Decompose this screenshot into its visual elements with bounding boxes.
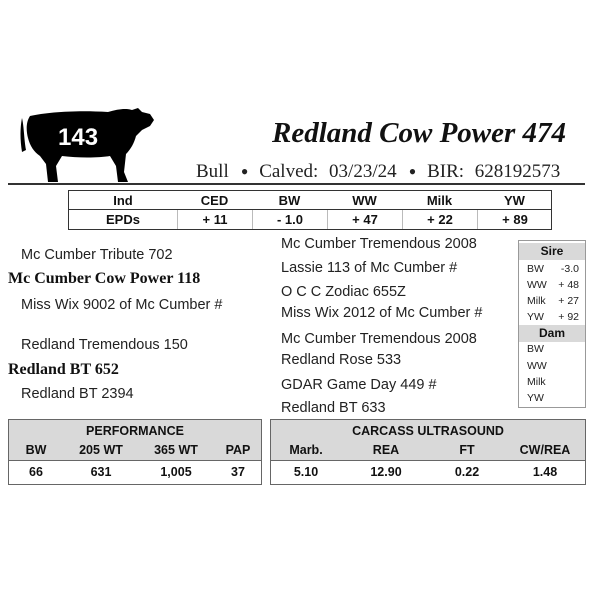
epd-value-ww: + 47 bbox=[327, 210, 402, 229]
pedigree-far-5: Mc Cumber Tremendous 2008 bbox=[281, 331, 477, 347]
pedigree-far-1: Mc Cumber Tremendous 2008 bbox=[281, 236, 477, 252]
epd-col-ced: CED bbox=[200, 193, 229, 208]
sire-value-yw: + 92 bbox=[558, 311, 579, 323]
calved-date: 03/23/24 bbox=[329, 161, 397, 182]
performance-table: PERFORMANCE BW 205 WT 365 WT PAP 66 631 … bbox=[8, 419, 262, 485]
separator-dot: • bbox=[408, 159, 417, 184]
separator-dot: • bbox=[240, 159, 249, 184]
epd-value-bw: - 1.0 bbox=[252, 210, 327, 229]
pedigree-dam-dam: Redland BT 2394 bbox=[21, 386, 134, 402]
epd-col-yw: YW bbox=[504, 193, 525, 208]
pedigree-far-2: Lassie 113 of Mc Cumber # bbox=[281, 260, 458, 276]
performance-value-205wt: 631 bbox=[90, 465, 112, 479]
pedigree-far-6: Redland Rose 533 bbox=[281, 352, 402, 368]
animal-name: Redland Cow Power 474 bbox=[272, 117, 567, 149]
pedigree-far-7: GDAR Game Day 449 # bbox=[281, 377, 437, 393]
epd-row-label-ind: Ind bbox=[113, 193, 133, 208]
pedigree-dam: Redland BT 652 bbox=[8, 361, 119, 378]
lot-number: 143 bbox=[58, 124, 99, 151]
carcass-value-cwrea: 1.48 bbox=[532, 465, 558, 479]
performance-value-bw: 66 bbox=[29, 465, 43, 479]
bir-label: BIR: bbox=[427, 161, 465, 182]
performance-header-bg bbox=[9, 441, 261, 460]
carcass-col-rea: REA bbox=[372, 443, 400, 457]
sire-box-title: Sire bbox=[519, 243, 585, 260]
carcass-divider bbox=[271, 460, 585, 462]
carcass-value-rea: 12.90 bbox=[370, 465, 402, 479]
carcass-value-ft: 0.22 bbox=[454, 465, 480, 479]
dam-box-title: Dam bbox=[519, 325, 585, 342]
carcass-col-ft: FT bbox=[459, 443, 475, 457]
pedigree-sire-dam: Miss Wix 9002 of Mc Cumber # bbox=[21, 297, 223, 313]
dam-label-yw: YW bbox=[527, 392, 544, 404]
epd-row-label-epds: EPDs bbox=[106, 212, 140, 227]
calved-label: Calved: bbox=[259, 161, 319, 182]
epd-header-row: Ind CED BW WW Milk YW bbox=[69, 191, 551, 210]
sire-value-bw: -3.0 bbox=[560, 263, 579, 275]
pedigree-far-3: O C C Zodiac 655Z bbox=[281, 284, 406, 300]
bull-silhouette-icon bbox=[20, 108, 154, 182]
performance-title: PERFORMANCE bbox=[9, 420, 261, 442]
epd-value-milk: + 22 bbox=[402, 210, 477, 229]
sire-value-milk: + 27 bbox=[558, 295, 579, 307]
sex-label: Bull bbox=[196, 161, 229, 182]
sire-label-milk: Milk bbox=[527, 295, 546, 307]
epd-value-yw: + 89 bbox=[477, 210, 552, 229]
performance-col-365wt: 365 WT bbox=[154, 443, 198, 457]
sire-value-ww: + 48 bbox=[558, 279, 579, 291]
sire-label-yw: YW bbox=[527, 311, 544, 323]
pedigree-far-4: Miss Wix 2012 of Mc Cumber # bbox=[281, 305, 483, 321]
sire-dam-epd-box: Sire BW -3.0 WW + 48 Milk + 27 YW + 92 D… bbox=[518, 240, 586, 408]
performance-col-bw: BW bbox=[25, 443, 47, 457]
pedigree-dam-sire: Redland Tremendous 150 bbox=[21, 337, 188, 353]
epd-col-bw: BW bbox=[278, 193, 301, 208]
epd-table: Ind CED BW WW Milk YW EPDs + 11 - 1.0 + … bbox=[68, 190, 552, 230]
dam-label-milk: Milk bbox=[527, 376, 546, 388]
carcass-col-marb: Marb. bbox=[289, 443, 323, 457]
carcass-header-bg bbox=[271, 441, 585, 460]
sire-label-bw: BW bbox=[527, 263, 544, 275]
epd-col-ww: WW bbox=[352, 193, 377, 208]
performance-divider bbox=[9, 460, 261, 462]
animal-info-line: Bull • Calved: 03/23/24 • BIR: 628192573 bbox=[196, 157, 566, 184]
bir-number: 628192573 bbox=[474, 161, 561, 182]
carcass-col-cwrea: CW/REA bbox=[519, 443, 571, 457]
sire-label-ww: WW bbox=[527, 279, 547, 291]
pedigree-sire: Mc Cumber Cow Power 118 bbox=[8, 270, 201, 287]
pedigree-far-8: Redland BT 633 bbox=[281, 400, 386, 416]
pedigree-sire-sire: Mc Cumber Tribute 702 bbox=[21, 247, 173, 263]
performance-col-205wt: 205 WT bbox=[79, 443, 123, 457]
dam-label-ww: WW bbox=[527, 360, 547, 372]
carcass-title: CARCASS ULTRASOUND bbox=[271, 420, 585, 442]
epd-value-ced: + 11 bbox=[177, 210, 252, 229]
dam-label-bw: BW bbox=[527, 343, 544, 355]
header-divider bbox=[8, 183, 585, 185]
epd-values-row: EPDs + 11 - 1.0 + 47 + 22 + 89 bbox=[69, 210, 551, 229]
performance-value-pap: 37 bbox=[231, 465, 245, 479]
carcass-ultrasound-table: CARCASS ULTRASOUND Marb. REA FT CW/REA 5… bbox=[270, 419, 586, 485]
performance-value-365wt: 1,005 bbox=[160, 465, 192, 479]
performance-col-pap: PAP bbox=[225, 443, 251, 457]
epd-col-milk: Milk bbox=[426, 193, 453, 208]
carcass-value-marb: 5.10 bbox=[293, 465, 319, 479]
